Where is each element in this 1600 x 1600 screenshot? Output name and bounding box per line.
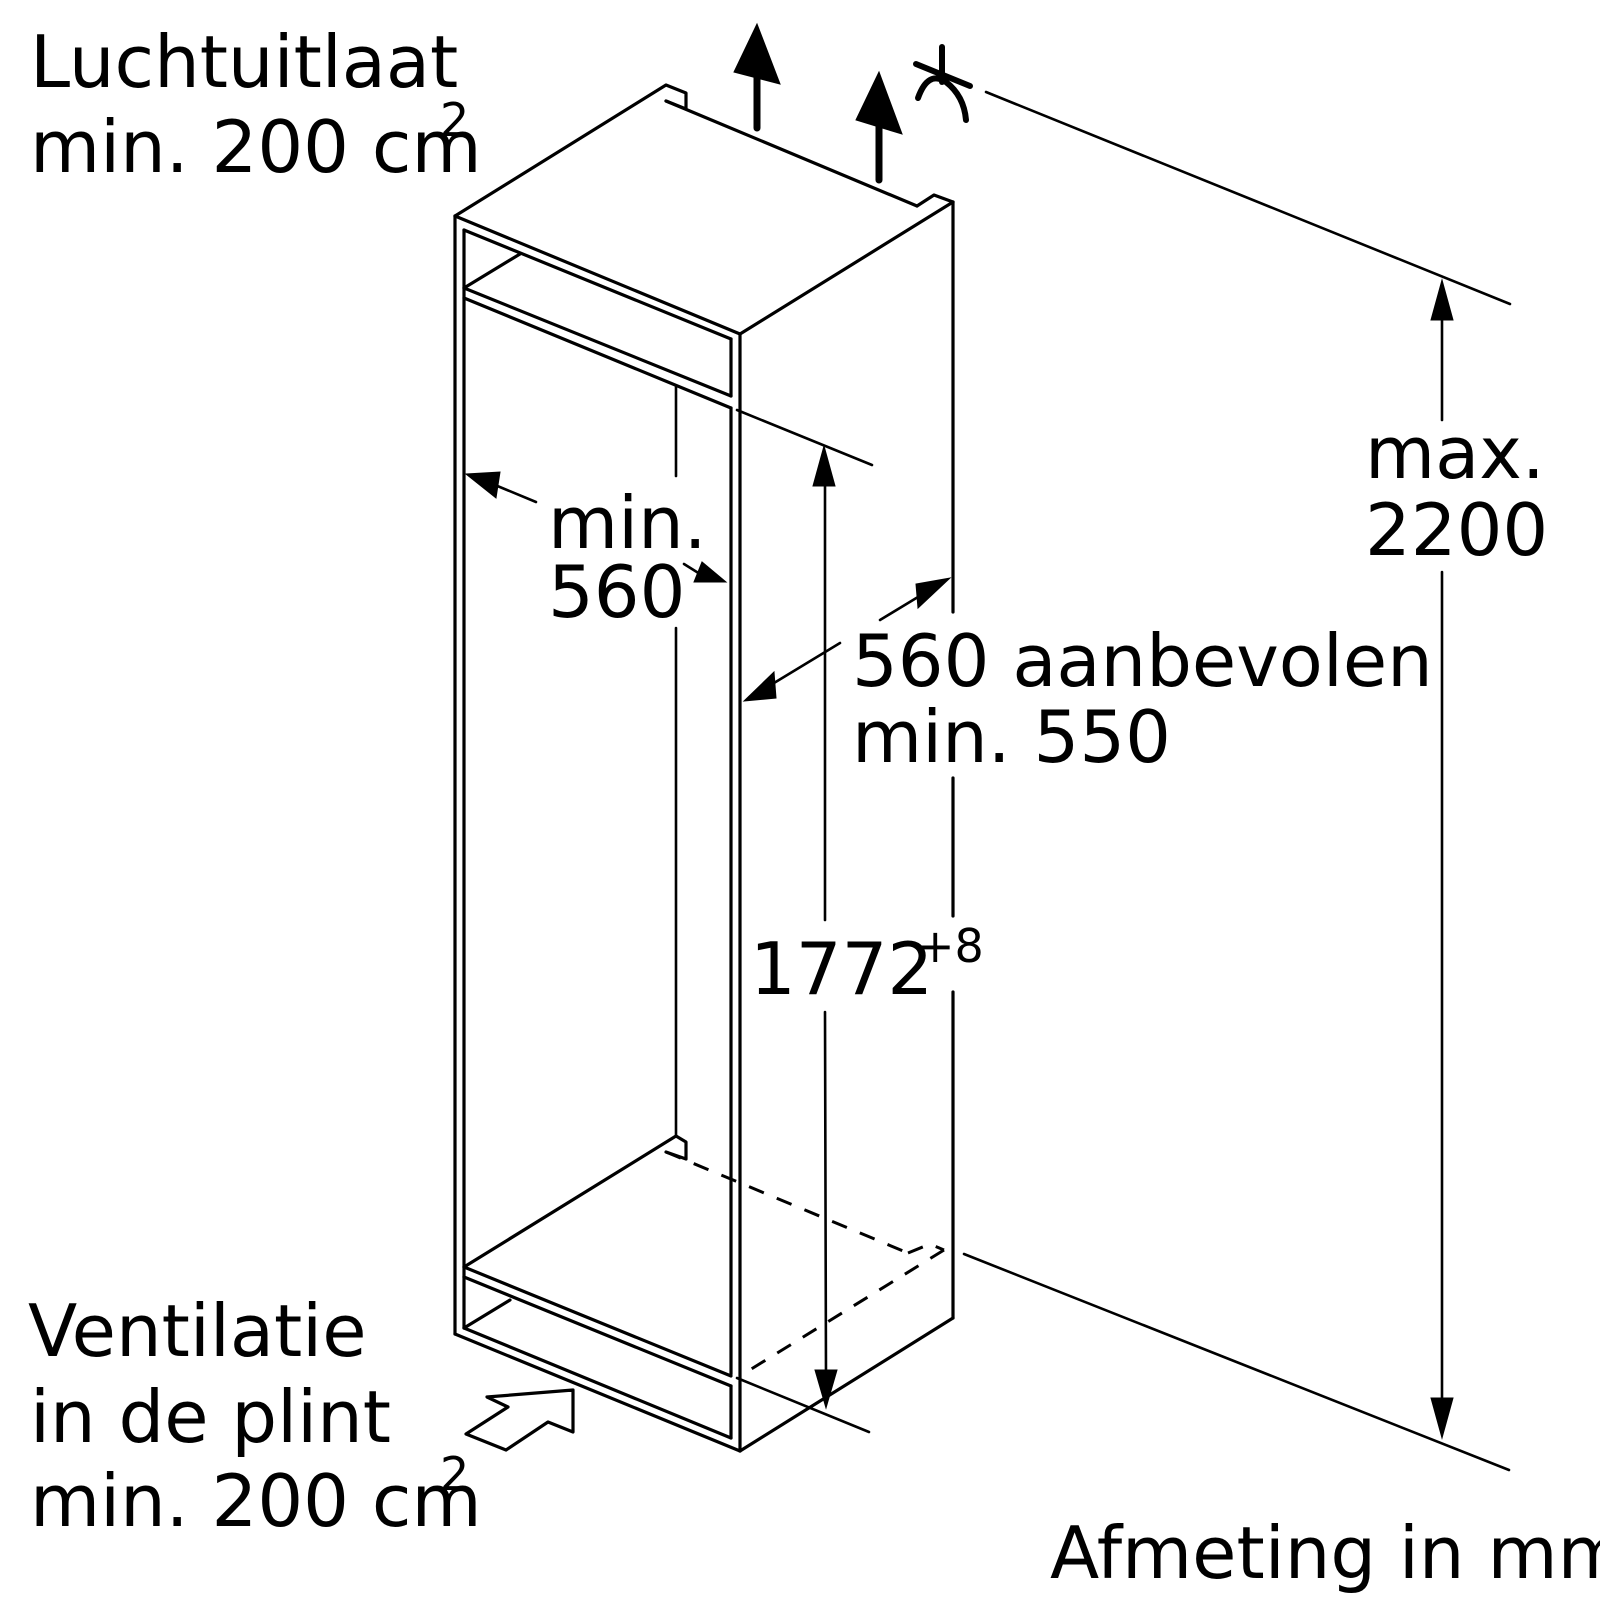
depth-recommended-label: 560 aanbevolen [852, 619, 1433, 703]
width-min-value: 560 [548, 550, 685, 634]
plinth-vent-panel [462, 1275, 733, 1440]
cabinet-outline [453, 83, 955, 1453]
height-value: 1772 [750, 927, 933, 1011]
width-dimension [464, 471, 728, 583]
max-height-label: max. [1365, 411, 1545, 495]
extension-lines [735, 90, 1512, 1472]
ceiling-symbol-icon [913, 44, 973, 123]
inlet-arrow-icon [464, 1388, 575, 1452]
ventilation-unit-superscript: 2 [440, 1447, 469, 1501]
ventilation-title: Ventilatie [28, 1289, 366, 1373]
up-arrow-icon [733, 22, 781, 132]
air-outlet-title: Luchtuitlaat [30, 20, 458, 104]
height-dimension [812, 444, 838, 1410]
unit-note: Afmeting in mm [1050, 1511, 1600, 1595]
inner-back-wall [462, 384, 945, 1378]
air-outlet-unit-superscript: 2 [440, 93, 469, 147]
up-arrow-icon [855, 70, 903, 184]
depth-dimension [742, 577, 952, 702]
width-min-label: min. [548, 481, 707, 565]
top-vent-panel [462, 228, 733, 410]
ventilation-location: in de plint [30, 1375, 391, 1459]
max-height-dimension [1430, 278, 1454, 1440]
depth-min-label: min. 550 [852, 695, 1171, 779]
ventilation-minimum: min. 200 cm [30, 1459, 482, 1543]
air-outlet-minimum: min. 200 cm [30, 105, 482, 189]
height-tolerance: +8 [916, 919, 984, 973]
max-height-value: 2200 [1365, 488, 1548, 572]
